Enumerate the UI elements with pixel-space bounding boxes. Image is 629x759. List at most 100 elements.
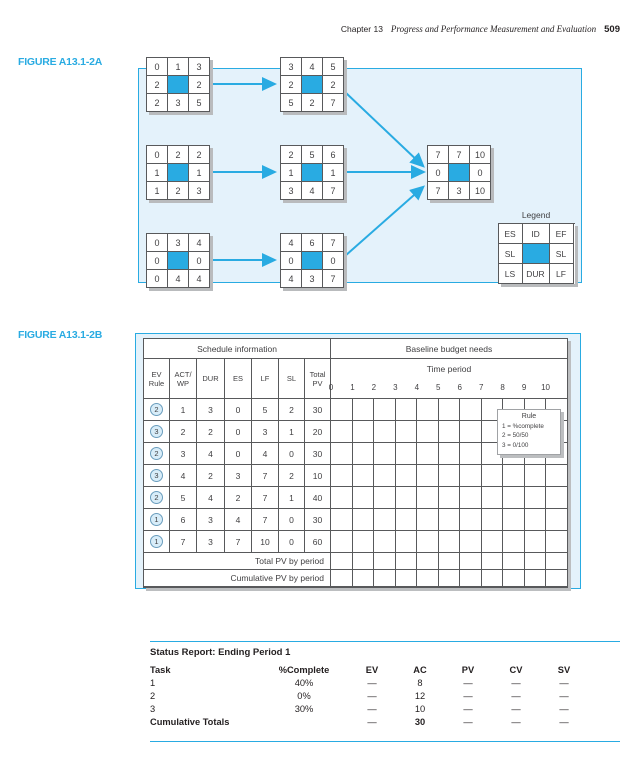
period-cell xyxy=(374,421,396,443)
period-cell xyxy=(524,570,547,587)
schedule-cell: 2 xyxy=(170,421,197,443)
column-header: DUR xyxy=(197,359,225,399)
status-cell: — xyxy=(367,704,377,715)
period-cell xyxy=(331,553,353,570)
period-cell xyxy=(546,465,568,487)
schedule-cell: 30 xyxy=(305,443,331,465)
ev-rule-cell: 3 xyxy=(144,465,170,487)
schedule-cell: 10 xyxy=(252,531,279,553)
period-cell xyxy=(438,443,461,465)
status-cell: — xyxy=(511,704,521,715)
schedule-cell: 1 xyxy=(279,487,305,509)
period-cell xyxy=(395,421,418,443)
period-cell xyxy=(395,570,418,587)
period-cell xyxy=(352,509,375,531)
period-cell xyxy=(374,443,396,465)
legend-title: Legend xyxy=(521,210,551,220)
cumulative-pv-label: Cumulative PV by period xyxy=(144,570,331,587)
period-cell xyxy=(352,487,375,509)
period-cell xyxy=(460,421,482,443)
legend-cell: DUR xyxy=(522,264,550,284)
ev-rule-cell: 2 xyxy=(144,443,170,465)
period-cell xyxy=(503,509,525,531)
period-cell xyxy=(438,531,461,553)
status-total-cell: Cumulative Totals xyxy=(150,717,230,728)
status-cell: 3 xyxy=(150,704,156,715)
column-header-line: PV xyxy=(312,378,323,388)
status-col-header: Task xyxy=(150,664,171,675)
schedule-cell: 4 xyxy=(252,443,279,465)
schedule-cell: 4 xyxy=(197,487,225,509)
period-cell xyxy=(417,570,439,587)
legend-cell: SL xyxy=(549,244,574,264)
figure-b-label: FIGURE A13.1-2B xyxy=(18,329,103,341)
period-tick: 6 xyxy=(457,383,462,392)
status-cell: — xyxy=(511,677,521,688)
period-cell xyxy=(352,465,375,487)
period-cell xyxy=(460,399,482,421)
period-cell xyxy=(481,570,504,587)
period-cell xyxy=(503,487,525,509)
period-cells xyxy=(331,570,568,587)
baseline-budget-header: Baseline budget needs xyxy=(331,339,567,359)
divider-top xyxy=(150,641,620,642)
schedule-cell: 2 xyxy=(225,487,252,509)
period-cell xyxy=(524,487,547,509)
period-cell xyxy=(352,421,375,443)
period-tick: 2 xyxy=(371,383,377,392)
schedule-cell: 2 xyxy=(279,465,305,487)
ev-rule-cell: 2 xyxy=(144,399,170,421)
period-cell xyxy=(395,531,418,553)
schedule-cell: 20 xyxy=(305,421,331,443)
period-cells xyxy=(331,465,568,487)
period-cell xyxy=(481,465,504,487)
status-cell: — xyxy=(463,690,473,701)
period-cells xyxy=(331,487,568,509)
period-tick: 8 xyxy=(500,383,505,392)
period-cell xyxy=(524,465,547,487)
status-cell: 12 xyxy=(414,690,426,701)
period-cell xyxy=(417,487,439,509)
period-cell xyxy=(417,421,439,443)
column-header-line: WP xyxy=(176,378,190,388)
schedule-cell: 0 xyxy=(279,443,305,465)
period-cell xyxy=(438,465,461,487)
period-cell xyxy=(524,553,547,570)
total-pv-row: Total PV by period xyxy=(144,553,568,570)
period-tick: 7 xyxy=(478,383,484,392)
period-cell xyxy=(417,443,439,465)
column-header-line: DUR xyxy=(202,374,219,383)
schedule-cell: 0 xyxy=(225,421,252,443)
period-cell xyxy=(481,553,504,570)
schedule-cell: 3 xyxy=(197,531,225,553)
schedule-info-header: Schedule information xyxy=(144,339,331,359)
schedule-cell: 3 xyxy=(197,399,225,421)
status-col-header: %Complete xyxy=(278,664,330,675)
period-cell xyxy=(417,531,439,553)
page-number: 509 xyxy=(604,24,620,35)
figure-a-label: FIGURE A13.1-2A xyxy=(18,56,103,68)
period-cell xyxy=(417,509,439,531)
ev-rule-cell: 1 xyxy=(144,509,170,531)
legend-cell xyxy=(522,244,550,264)
total-pv-label: Total PV by period xyxy=(144,553,331,570)
schedule-cell: 10 xyxy=(305,465,331,487)
schedule-cell: 60 xyxy=(305,531,331,553)
period-cell xyxy=(395,487,418,509)
period-tick: 4 xyxy=(414,383,420,392)
period-cell xyxy=(503,531,525,553)
status-cell: — xyxy=(559,704,569,715)
ev-rule-badge: 3 xyxy=(150,425,163,438)
status-col-header: PV xyxy=(461,664,475,675)
column-header-line: LF xyxy=(260,374,270,383)
period-cell xyxy=(503,570,525,587)
period-cell xyxy=(352,553,375,570)
